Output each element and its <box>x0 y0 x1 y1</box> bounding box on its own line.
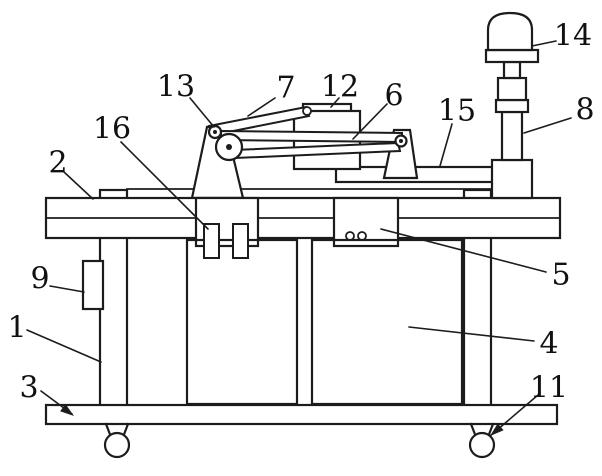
stand-flange <box>494 98 530 114</box>
ref-label-2: 2 <box>48 146 67 181</box>
leader-line-1 <box>26 329 102 363</box>
leader-line-9 <box>49 285 85 293</box>
leader-line-5 <box>380 228 547 273</box>
ref-label-12: 12 <box>321 70 359 105</box>
right-wheel <box>468 431 496 459</box>
ref-label-11: 11 <box>530 371 568 406</box>
ref-label-9: 9 <box>30 262 49 297</box>
top-pivot-pin <box>213 130 217 134</box>
arm-end-pivot <box>302 106 312 116</box>
ref-label-5: 5 <box>551 258 570 293</box>
leader-line-16 <box>120 141 209 230</box>
stand-column <box>500 110 524 162</box>
ref-label-3: 3 <box>19 371 38 406</box>
leader-line-12 <box>330 97 340 108</box>
ref-label-7: 7 <box>276 71 295 106</box>
leader-line-13 <box>189 97 215 128</box>
leader-line-8 <box>523 117 572 134</box>
leader-arrowhead-11 <box>490 423 504 436</box>
tab-right <box>232 223 249 259</box>
leader-line-4 <box>408 326 535 342</box>
stand-block <box>496 76 528 102</box>
ref-label-8: 8 <box>575 93 594 128</box>
tab-left <box>203 223 220 259</box>
mount-bolt-1 <box>345 231 355 241</box>
stand-neck <box>502 60 522 80</box>
base-plate <box>44 403 559 426</box>
leader-line-2 <box>63 171 94 200</box>
ref-label-6: 6 <box>384 79 403 114</box>
ref-label-15: 15 <box>438 94 476 129</box>
mount-bolt-2 <box>357 231 367 241</box>
linkage-arm-upper <box>220 129 403 144</box>
leader-line-6 <box>352 103 388 140</box>
right-caster <box>468 422 496 459</box>
pivot-disc-pin <box>226 144 232 150</box>
motor-dome <box>486 11 534 52</box>
side-box <box>81 259 105 311</box>
ref-label-1: 1 <box>7 311 26 346</box>
left-cabinet <box>185 238 299 406</box>
leader-line-14 <box>531 40 557 47</box>
right-cabinet <box>310 238 464 406</box>
right-pivot-pin <box>399 139 403 143</box>
stand-base <box>490 158 534 200</box>
leader-arrowhead-3 <box>60 404 74 416</box>
leader-line-15 <box>439 123 453 167</box>
leader-line-7 <box>247 97 276 117</box>
left-wheel <box>103 431 131 459</box>
motor-flange <box>484 48 540 64</box>
ref-label-14: 14 <box>554 19 592 54</box>
left-caster <box>103 422 131 459</box>
ref-label-13: 13 <box>157 70 195 105</box>
ref-label-4: 4 <box>539 327 558 362</box>
ref-label-16: 16 <box>93 112 131 147</box>
